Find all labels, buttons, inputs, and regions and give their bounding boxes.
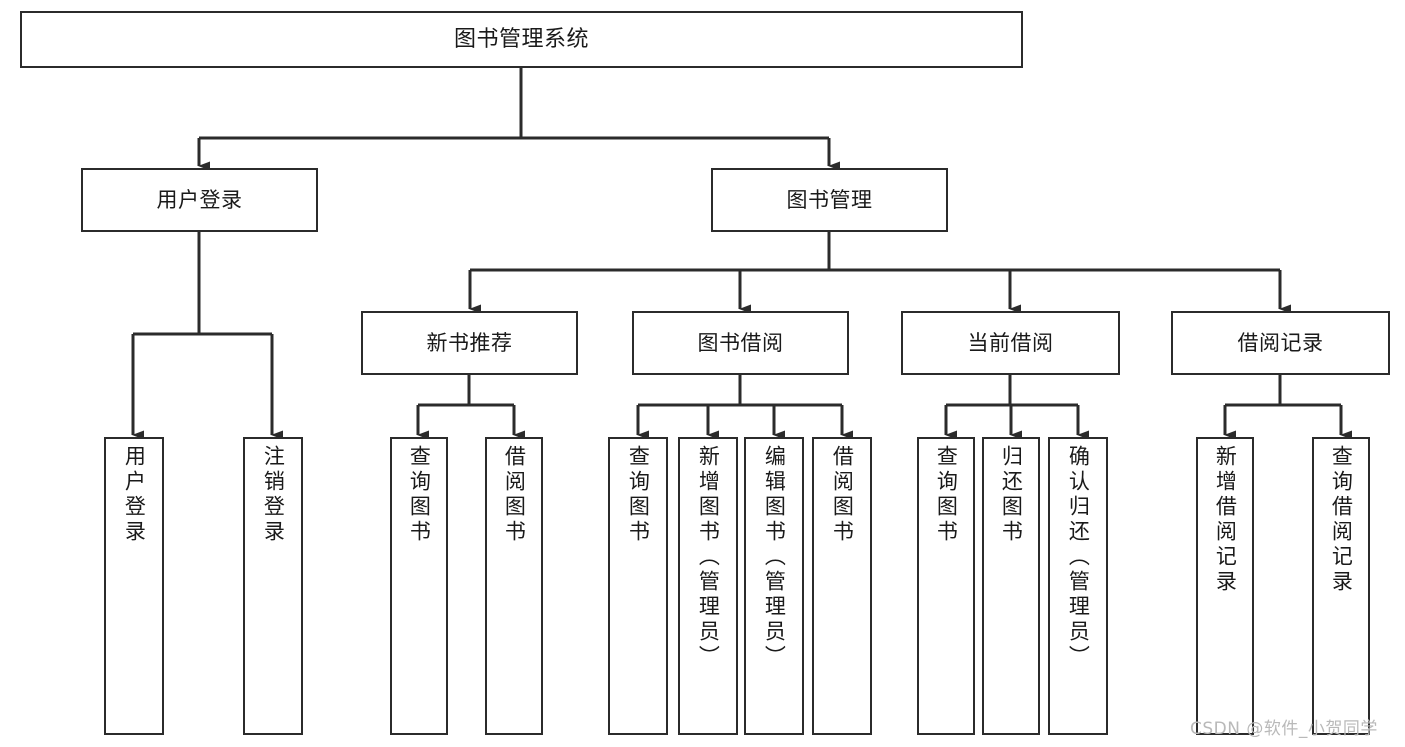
node-leaf-query-record-label: 查询借阅记录 <box>1329 445 1354 595</box>
node-leaf-add-book[interactable]: 新增图书（管理员） <box>678 437 738 735</box>
node-leaf-return-book[interactable]: 归还图书 <box>982 437 1040 735</box>
node-borrow-record-label: 借阅记录 <box>1237 330 1324 355</box>
node-leaf-add-record[interactable]: 新增借阅记录 <box>1196 437 1254 735</box>
node-leaf-query-record[interactable]: 查询借阅记录 <box>1312 437 1370 735</box>
node-leaf-user-login-label: 用户登录 <box>122 445 147 545</box>
node-leaf-rec-borrow-book[interactable]: 借阅图书 <box>485 437 543 735</box>
node-leaf-rec-query-book-label: 查询图书 <box>407 445 432 545</box>
node-leaf-add-record-label: 新增借阅记录 <box>1213 445 1238 595</box>
node-leaf-edit-book[interactable]: 编辑图书（管理员） <box>744 437 804 735</box>
node-book-borrow-label: 图书借阅 <box>697 330 784 355</box>
node-new-book-rec-label: 新书推荐 <box>426 330 513 355</box>
node-new-book-rec[interactable]: 新书推荐 <box>361 311 578 375</box>
node-borrow-record[interactable]: 借阅记录 <box>1171 311 1390 375</box>
node-leaf-logout[interactable]: 注销登录 <box>243 437 303 735</box>
node-leaf-borrow-book[interactable]: 借阅图书 <box>812 437 872 735</box>
node-leaf-borrow-book-label: 借阅图书 <box>830 445 855 545</box>
node-leaf-logout-label: 注销登录 <box>261 445 286 545</box>
node-root-label: 图书管理系统 <box>453 26 589 52</box>
node-leaf-return-book-label: 归还图书 <box>999 445 1024 545</box>
node-leaf-user-login[interactable]: 用户登录 <box>104 437 164 735</box>
node-book-manage[interactable]: 图书管理 <box>711 168 948 232</box>
node-leaf-add-book-label: 新增图书（管理员） <box>696 445 721 670</box>
node-leaf-borrow-query-book-label: 查询图书 <box>626 445 651 545</box>
node-book-borrow[interactable]: 图书借阅 <box>632 311 849 375</box>
node-current-borrow-label: 当前借阅 <box>967 330 1054 355</box>
node-root[interactable]: 图书管理系统 <box>20 11 1023 68</box>
node-leaf-confirm-return[interactable]: 确认归还（管理员） <box>1048 437 1108 735</box>
node-leaf-borrow-query-book[interactable]: 查询图书 <box>608 437 668 735</box>
node-leaf-cur-query-book-label: 查询图书 <box>934 445 959 545</box>
node-book-manage-label: 图书管理 <box>786 187 873 212</box>
node-user-login[interactable]: 用户登录 <box>81 168 318 232</box>
node-user-login-label: 用户登录 <box>156 187 243 212</box>
node-leaf-cur-query-book[interactable]: 查询图书 <box>917 437 975 735</box>
node-leaf-rec-query-book[interactable]: 查询图书 <box>390 437 448 735</box>
node-leaf-edit-book-label: 编辑图书（管理员） <box>762 445 787 670</box>
node-current-borrow[interactable]: 当前借阅 <box>901 311 1120 375</box>
connectors <box>131 68 1352 440</box>
node-leaf-rec-borrow-book-label: 借阅图书 <box>502 445 527 545</box>
node-leaf-confirm-return-label: 确认归还（管理员） <box>1066 445 1091 670</box>
